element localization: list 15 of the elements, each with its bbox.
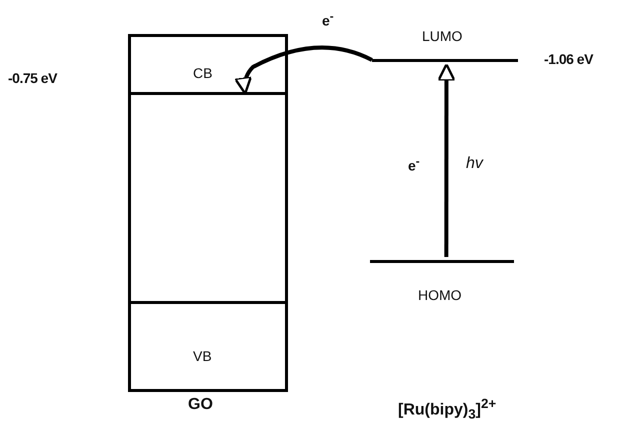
band-diagram-box — [128, 34, 288, 392]
edge-label: e$^{-}$ — [322, 10, 334, 29]
edge-label: hv — [466, 155, 483, 173]
material-label: GO — [188, 396, 213, 414]
arrow — [437, 63, 456, 257]
energy-value: -0.75 eV — [8, 70, 57, 86]
complex-label: [Ru(bipy)$_{3}$]$^{2+}$ — [398, 396, 496, 421]
energy-value: -1.06 eV — [544, 51, 593, 67]
band-label: VB — [193, 348, 212, 364]
arrow — [234, 46, 373, 95]
electron-label: e$^{-}$ — [408, 155, 420, 174]
band-label: CB — [193, 65, 212, 81]
band-label: LUMO — [422, 28, 462, 44]
energy-level — [372, 28, 518, 62]
band-label: HOMO — [418, 287, 462, 303]
